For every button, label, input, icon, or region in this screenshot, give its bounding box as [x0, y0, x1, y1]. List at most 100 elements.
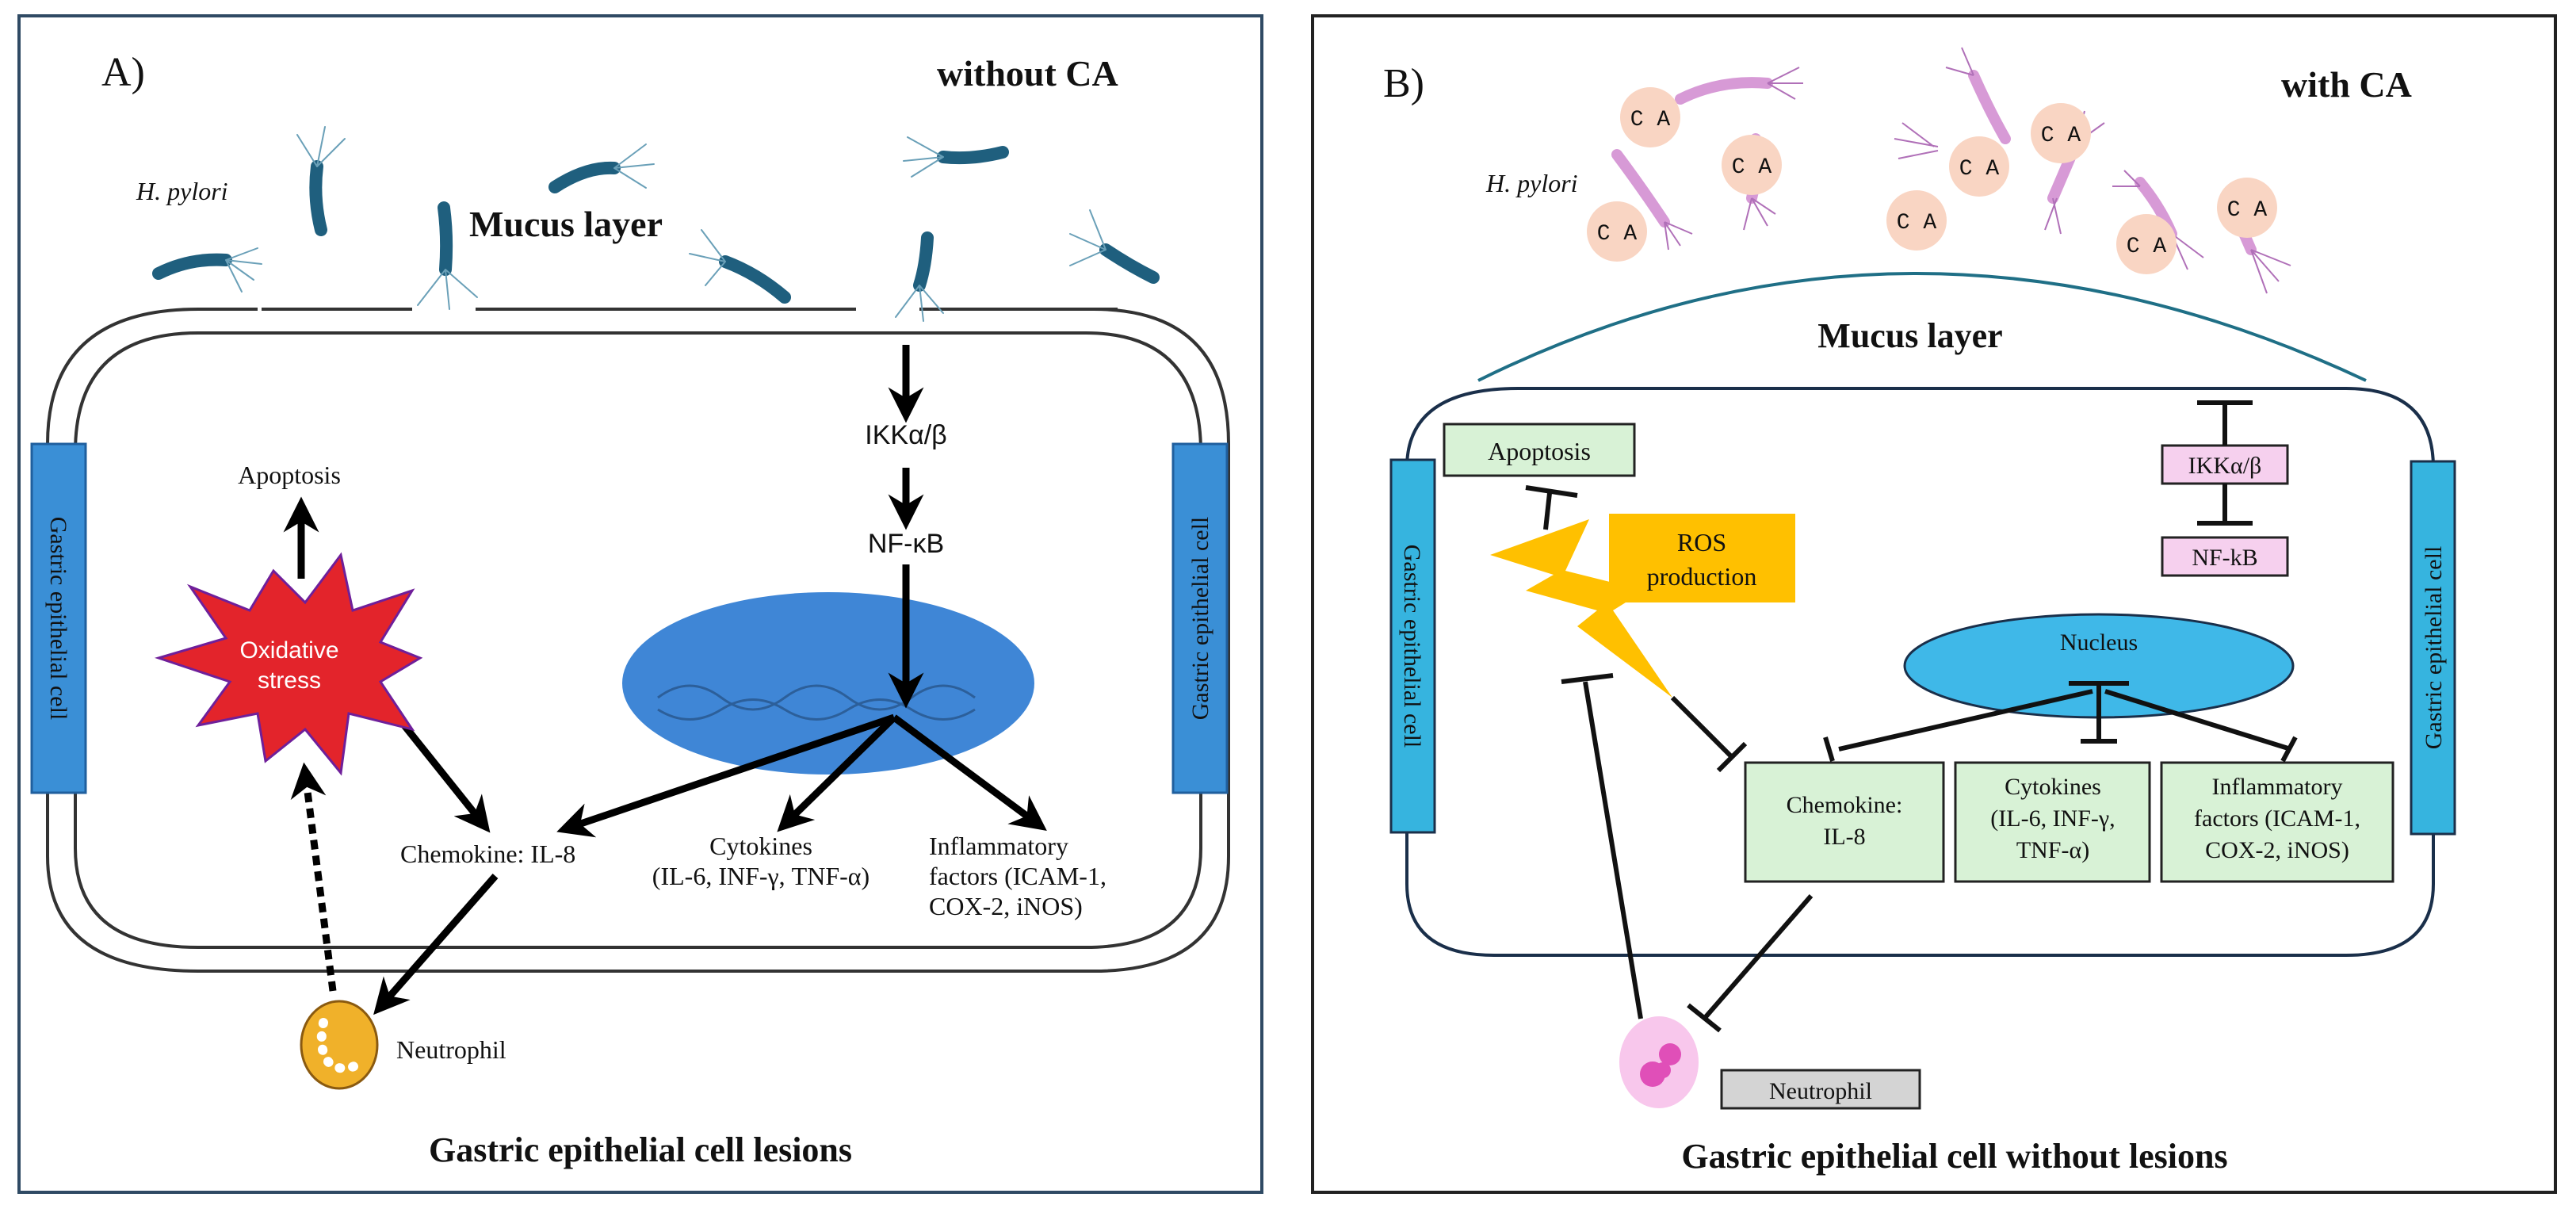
cell-membrane-b [1405, 387, 2435, 957]
nucleus-a [622, 592, 1034, 775]
ca-label: C A [1732, 155, 1772, 180]
ikk-label-b: IKKα/β [2188, 453, 2262, 479]
ros-lightning-icon [1490, 519, 1672, 698]
ca-label: C A [1897, 211, 1937, 235]
bacterium-a-6 [903, 136, 1009, 178]
inflammatory-line1-a: Inflammatory [929, 832, 1068, 860]
inflammatory-line3-a: COX-2, iNOS) [929, 892, 1083, 920]
arrow-to-inflammatory-a [892, 714, 1047, 832]
ca-label: C A [1597, 222, 1638, 247]
right-epithelial-label-b: Gastric epithelial cell [2421, 546, 2447, 750]
right-epithelial-label-a: Gastric epithelial cell [1187, 517, 1213, 721]
cytokines-line1-a: Cytokines [709, 832, 812, 860]
cytokines-line2-b: (IL-6, INF-γ, [1990, 805, 2115, 832]
left-epithelial-label-b: Gastric epithelial cell [1399, 545, 1425, 748]
cytokines-box-b [1954, 761, 2151, 883]
arrow-to-chemokine-a [556, 713, 896, 838]
chemokine-box-b [1744, 761, 1945, 883]
cytokines-line2-a: (IL-6, INF-γ, TNF-α) [652, 862, 869, 890]
apoptosis-label-a: Apoptosis [238, 461, 341, 489]
inhibit-neutrophil-to-ros-line [1583, 681, 1643, 1019]
signal-arrows-a [283, 345, 1047, 1016]
neutrophil-label-a: Neutrophil [396, 1035, 506, 1064]
apoptosis-box-b [1443, 423, 1636, 477]
inflammatory-line2-b: factors (ICAM-1, [2194, 805, 2360, 832]
ca-label: C A [2127, 235, 2167, 259]
bacterium-a-1 [152, 247, 262, 293]
ros-line1: ROS [1677, 528, 1726, 557]
bacterium-a-4 [548, 143, 655, 193]
dna-strand-a-2 [657, 698, 976, 721]
panel-b-hpylori-label: H. pylori [1485, 169, 1578, 197]
ca-label: C A [2041, 124, 2081, 148]
cell-outer-membrane-a [46, 308, 1230, 973]
ca-label: C A [1959, 157, 2000, 182]
oxidative-stress-line1-a: Oxidative [239, 637, 338, 664]
panel-b: B) with CA H. pylori [1311, 14, 2557, 1194]
inhibit-apoptosis-bar [1525, 485, 1578, 498]
inhibit-chemokine-to-neutrophil-bar [1687, 1003, 1722, 1033]
neutrophil-cell-b [1619, 1016, 1699, 1108]
apoptosis-label-b: Apoptosis [1488, 437, 1591, 465]
nucleus-label-b: Nucleus [2060, 629, 2138, 656]
cytokines-line1-b: Cytokines [2005, 774, 2101, 800]
ca-label: C A [2227, 198, 2268, 223]
chemokine-label-a: Chemokine: IL-8 [400, 840, 575, 868]
bacterium-a-8 [1069, 209, 1160, 284]
neutrophil-box-b [1720, 1069, 1921, 1110]
nfkb-box-b [2161, 536, 2289, 577]
hpylori-bacteria-a [152, 126, 1160, 322]
chemokine-line2-b: IL-8 [1823, 824, 1865, 850]
ca-label: C A [1630, 108, 1671, 132]
arrow-neutrophil-to-stress-a [290, 762, 337, 992]
bacterium-a-3 [417, 201, 478, 310]
panel-a-label: A) [101, 50, 145, 95]
inhibition-lines-b [1525, 400, 2298, 1033]
inhibit-apoptosis-line [1543, 492, 1552, 530]
inflammatory-line1-b: Inflammatory [2212, 774, 2343, 800]
inhibit-chemokine-line [1838, 689, 2093, 752]
bacterium-a-2 [296, 126, 346, 236]
ros-box [1609, 514, 1795, 602]
inhibit-neutrophil-to-ros-bar [1561, 673, 1614, 684]
right-epithelial-bar-b [2410, 460, 2456, 836]
inhibit-chemokine-to-neutrophil-line [1702, 894, 1814, 1020]
nfkb-label-a: NF-κB [868, 529, 944, 559]
inhibit-ros-to-chemokine-bar [1716, 741, 1748, 773]
bacterium-a-7 [895, 231, 944, 322]
left-epithelial-bar-a [30, 442, 87, 794]
panel-a-mucus-label: Mucus layer [469, 204, 663, 244]
neutrophil-label-b: Neutrophil [1769, 1078, 1872, 1104]
cell-inner-membrane-a [74, 331, 1202, 949]
inflammatory-line3-b: COX-2, iNOS) [2205, 837, 2349, 863]
ikk-label-a: IKKα/β [865, 420, 946, 450]
inhibit-inflammatory-bar [2280, 736, 2298, 763]
panel-b-label: B) [1383, 61, 1424, 106]
bacterium-a-5 [689, 229, 791, 304]
inflammatory-box-b [2160, 761, 2394, 883]
oxidative-stress-line2-a: stress [258, 667, 321, 694]
cytokines-line3-b: TNF-α) [2016, 837, 2089, 863]
oxidative-stress-star-a [154, 552, 423, 776]
inhibit-inflammatory-line [2104, 689, 2291, 752]
panel-a-condition: without CA [937, 53, 1118, 94]
chemokine-line1-b: Chemokine: [1787, 792, 1903, 818]
arrow-to-cytokines-a [777, 714, 897, 832]
panel-a-caption: Gastric epithelial cell lesions [429, 1130, 852, 1169]
ros-line2: production [1647, 562, 1757, 591]
inhibit-chemokine-bar [1823, 736, 1835, 762]
ca-labels-b: C A C A C A C A C A C A C A C A [1597, 108, 2268, 259]
neutrophil-cell-a [300, 1000, 379, 1090]
ca-molecules-b [1587, 87, 2277, 274]
left-epithelial-label-a: Gastric epithelial cell [45, 517, 71, 721]
inflammatory-line2-a: factors (ICAM-1, [929, 862, 1106, 890]
arrow-chemokine-to-neutrophil-a [373, 874, 499, 1016]
panel-b-caption: Gastric epithelial cell without lesions [1681, 1137, 2227, 1176]
panel-a-hpylori-label: H. pylori [136, 177, 228, 205]
nfkb-label-b: NF-kB [2192, 545, 2257, 571]
panel-b-mucus-label: Mucus layer [1817, 316, 2002, 355]
inhibit-ros-to-chemokine-line [1670, 695, 1734, 759]
hpylori-bacteria-b: C A C A C A C A C A C A C A C A [1587, 47, 2291, 294]
panel-b-condition: with CA [2281, 64, 2412, 105]
